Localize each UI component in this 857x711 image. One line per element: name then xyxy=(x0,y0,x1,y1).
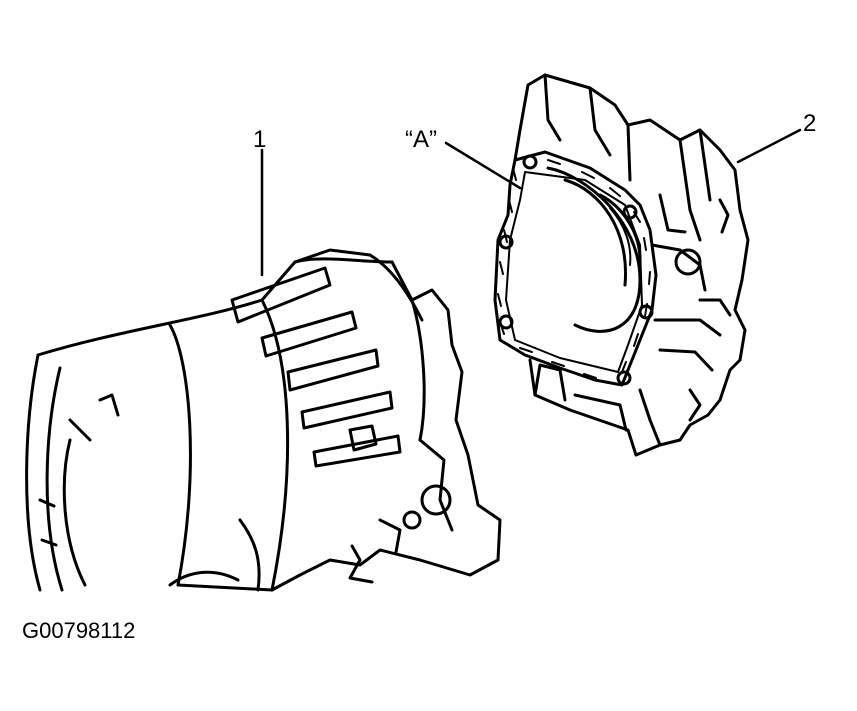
figure-code: G00798112 xyxy=(22,618,136,643)
callout-label-a: “A” xyxy=(405,126,437,153)
callout-label-1: 1 xyxy=(253,126,267,153)
leader-line-a xyxy=(444,141,522,190)
transmission-case xyxy=(25,248,502,592)
leader-line-2 xyxy=(736,128,802,164)
callout-label-2: 2 xyxy=(803,110,817,137)
extension-housing xyxy=(493,73,750,457)
